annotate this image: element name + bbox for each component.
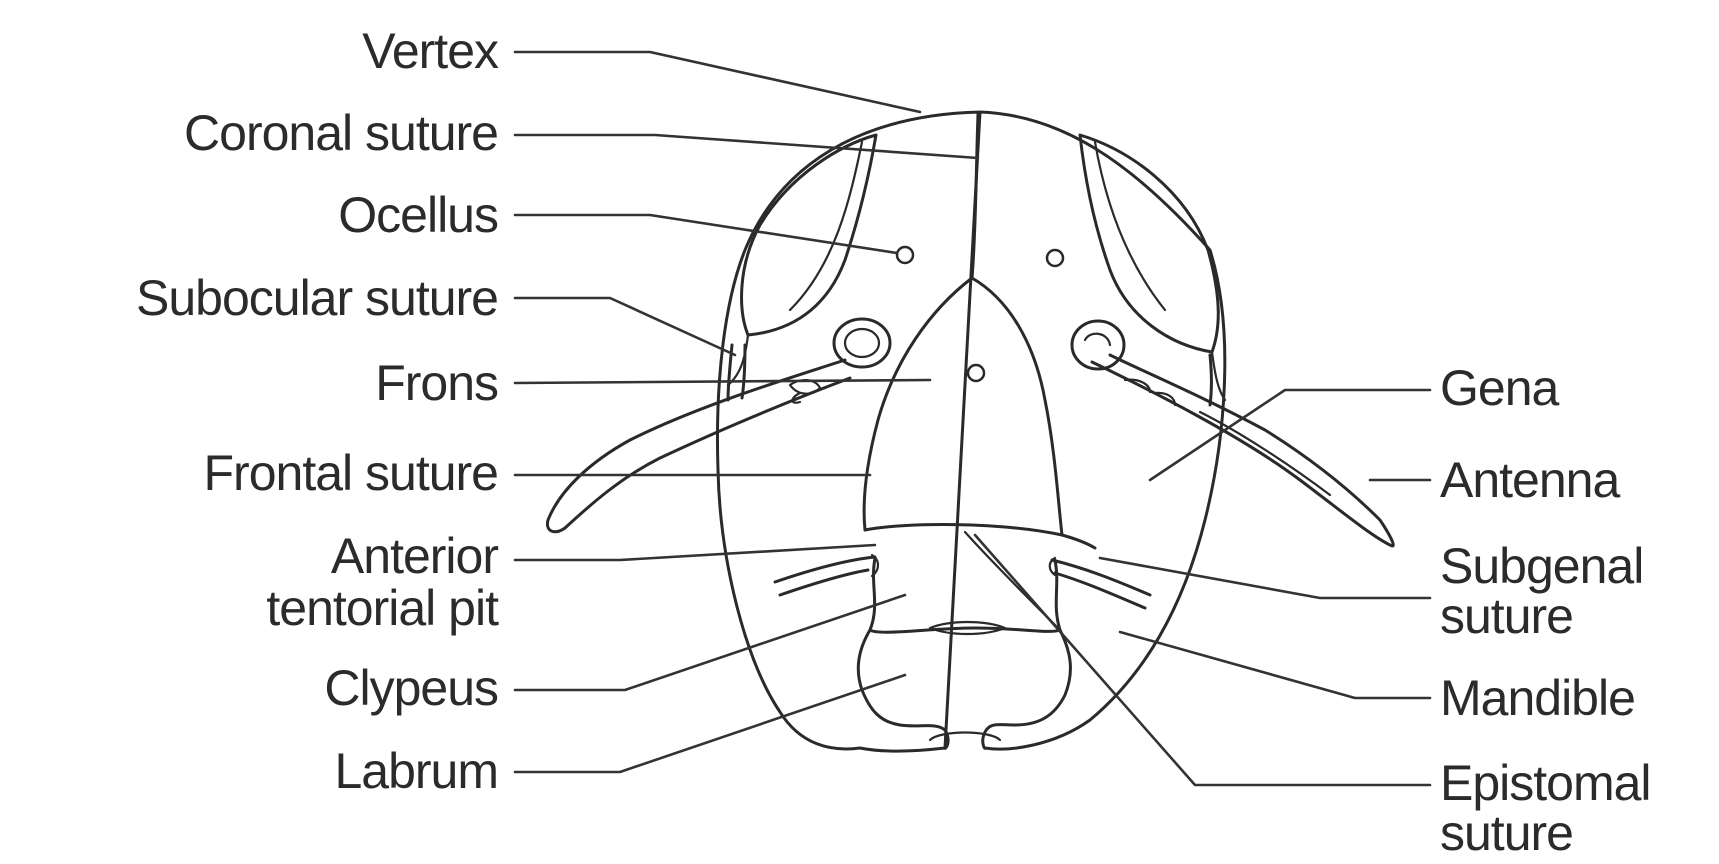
label-mandible: Mandible bbox=[1440, 670, 1635, 726]
label-vertex: Vertex bbox=[362, 23, 499, 79]
leader-lines-right bbox=[975, 390, 1430, 785]
label-subgenal-suture-line1: Subgenal bbox=[1440, 538, 1643, 594]
head-outline bbox=[717, 112, 1224, 751]
labrum-region bbox=[858, 630, 1070, 748]
label-frontal-suture: Frontal suture bbox=[204, 445, 498, 501]
ocellus-right bbox=[1047, 250, 1063, 266]
frontal-suture-right bbox=[972, 278, 1062, 535]
label-ocellus: Ocellus bbox=[338, 187, 498, 243]
labels-right: Gena Antenna Subgenal suture Mandible Ep… bbox=[1440, 360, 1651, 861]
label-labrum: Labrum bbox=[334, 743, 498, 799]
leader-coronal-suture bbox=[515, 135, 978, 158]
label-epistomal-suture-line1: Epistomal bbox=[1440, 755, 1651, 811]
label-epistomal-suture-line2: suture bbox=[1440, 805, 1573, 861]
leader-subocular-suture bbox=[515, 298, 735, 355]
anterior-tentorial-pits bbox=[775, 555, 1150, 608]
leader-subgenal-suture bbox=[1100, 558, 1430, 598]
right-compound-eye bbox=[1080, 135, 1225, 400]
leader-clypeus bbox=[515, 595, 905, 690]
leader-epistomal-suture bbox=[975, 535, 1430, 785]
label-anterior-tentorial-pit-line2: tentorial pit bbox=[266, 580, 499, 636]
leader-frons bbox=[515, 380, 930, 383]
label-anterior-tentorial-pit-line1: Anterior bbox=[331, 528, 498, 584]
frontal-suture-left bbox=[864, 278, 972, 530]
right-antenna bbox=[1072, 321, 1393, 546]
coronal-suture-line bbox=[972, 114, 978, 278]
leader-anterior-tentorial-pit bbox=[515, 545, 875, 560]
leader-ocellus bbox=[515, 215, 897, 253]
label-clypeus: Clypeus bbox=[324, 660, 498, 716]
ocelli bbox=[897, 247, 1063, 381]
head-capsule bbox=[717, 112, 1224, 751]
ocellus-left bbox=[897, 247, 913, 263]
leader-vertex bbox=[515, 52, 920, 112]
ocellus-median bbox=[968, 365, 984, 381]
label-gena: Gena bbox=[1440, 360, 1560, 416]
leader-mandible bbox=[1120, 632, 1430, 698]
leader-lines-left bbox=[515, 52, 978, 772]
label-frons: Frons bbox=[375, 355, 498, 411]
label-antenna: Antenna bbox=[1440, 452, 1620, 508]
coronal-and-frontal-sutures bbox=[864, 114, 1062, 535]
label-coronal-suture: Coronal suture bbox=[184, 105, 498, 161]
label-subocular-suture: Subocular suture bbox=[136, 270, 498, 326]
label-subgenal-suture-line2: suture bbox=[1440, 588, 1573, 644]
labels-left: Vertex Coronal suture Ocellus Subocular … bbox=[136, 23, 499, 799]
